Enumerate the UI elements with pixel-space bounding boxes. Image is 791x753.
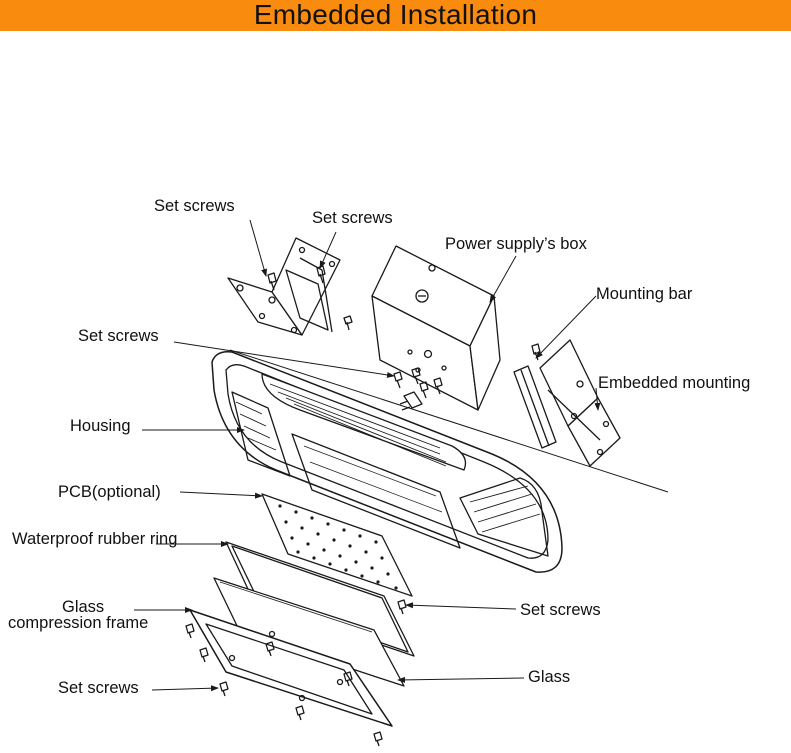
pcb-leds (278, 504, 398, 590)
label-glass: Glass (528, 668, 571, 686)
label-set-screws-3: Set screws (78, 327, 159, 345)
leader-power-supply-box (489, 255, 517, 303)
label-glass-compression-line1: Glass (62, 598, 105, 616)
right-embedded-bracket (539, 339, 621, 467)
label-housing: Housing (70, 417, 131, 435)
label-set-screws-1: Set screws (154, 197, 235, 215)
label-glass-compression-line2: compression frame (8, 613, 149, 632)
glass-panel (213, 577, 405, 687)
frame-screws (185, 623, 383, 747)
ring-screws (397, 599, 407, 615)
label-mounting-bar: Mounting bar (596, 285, 693, 303)
label-power-supply-box: Power supply’s box (445, 235, 587, 253)
leader-mounting-bar (535, 295, 597, 359)
leader-embedded-mounting (594, 387, 601, 411)
pcb-board (261, 493, 413, 597)
glass-compression-frame (189, 609, 393, 727)
label-waterproof-rubber-ring: Waterproof rubber ring (12, 530, 178, 548)
housing (211, 350, 563, 573)
power-box-screws (393, 367, 443, 399)
leader-glass (397, 676, 525, 683)
left-embedded-bracket (227, 237, 341, 336)
label-glass-compression-frame: Glass compression frame (8, 598, 149, 632)
page-title: Embedded Installation (253, 0, 538, 30)
left-bracket-screws (267, 265, 353, 331)
leader-set-screws-3 (173, 341, 395, 378)
label-embedded-mounting: Embedded mounting (598, 374, 751, 392)
leader-set-screws-2 (319, 231, 337, 269)
mounting-bar (513, 343, 557, 449)
label-set-screws-5: Set screws (58, 679, 139, 697)
leader-pcb (179, 491, 263, 499)
leader-set-screws-5 (151, 685, 219, 692)
label-set-screws-2: Set screws (312, 209, 393, 227)
title-banner: Embedded Installation (0, 0, 791, 31)
leader-set-screws-4 (405, 602, 517, 610)
label-set-screws-4: Set screws (520, 601, 601, 619)
label-pcb: PCB(optional) (58, 483, 161, 501)
cable-gland (399, 391, 423, 411)
mounting-reference-line (229, 349, 669, 493)
leader-set-screws-1 (249, 219, 267, 277)
